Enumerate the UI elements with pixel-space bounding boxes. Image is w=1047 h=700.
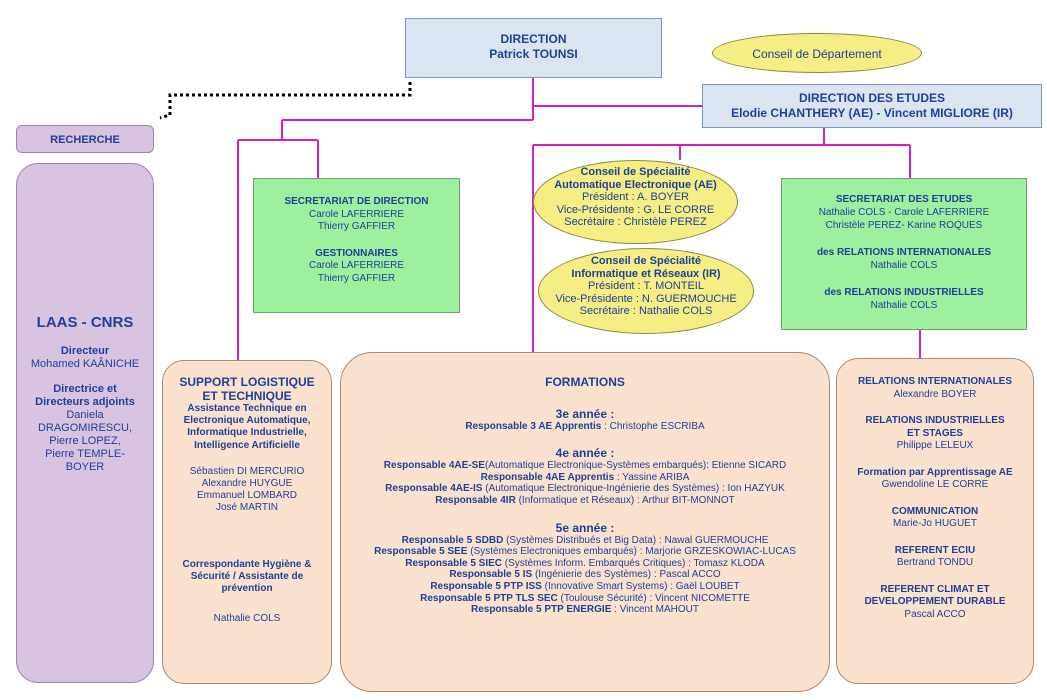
relations-internationales-person: Alexandre BOYER [893, 388, 977, 400]
direction-name: Patrick TOUNSI [489, 47, 578, 61]
support-person-3: Emmanuel LOMBARD [196, 490, 298, 502]
direction-etudes-label: DIRECTION DES ETUDES [798, 91, 945, 105]
conseil-ir-title-1: Conseil de Spécialité [590, 255, 702, 267]
laas-title: LAAS - CNRS [36, 314, 134, 331]
year-4-row-4: Responsable 4IR (Informatique et Réseaux… [435, 494, 735, 506]
apprentissage-title: Formation par Apprentissage AE [857, 466, 1013, 478]
year-5-row-3: Responsable 5 SIEC (Systèmes Inform. Emb… [405, 557, 765, 569]
recherche-label: RECHERCHE [50, 134, 120, 146]
eciu-person: Bertrand TONDU [896, 557, 974, 568]
support-person-4: José MARTIN [215, 502, 279, 514]
year-5-row-4: Responsable 5 IS (Ingénierie des Système… [449, 569, 721, 581]
formations-title: FORMATIONS [545, 375, 625, 389]
hygiene-title-3: prévention [221, 583, 273, 595]
support-assist-3: Informatique Industrielle, [187, 427, 307, 439]
relations-industrielles-person: Philippe LELEUX [896, 440, 974, 451]
year-5-heading: 5e année : [555, 520, 615, 535]
year-3-row-1: Responsable 3 AE Apprentis : Christophe … [465, 420, 705, 432]
formations-box: FORMATIONS 3e année : Responsable 3 AE A… [340, 352, 830, 692]
relations-internationales-title: RELATIONS INTERNATIONALES [857, 376, 1013, 387]
support-person-2: Alexandre HUYGUE [201, 478, 293, 490]
secretariat-direction-person-2: Thierry GAFFIER [317, 221, 396, 232]
climat-title-2: DEVELOPPEMENT DURABLE [864, 596, 1006, 607]
sec-relations-internationales: Nathalie COLS [870, 260, 938, 271]
laas-directeur-label: Directeur [60, 345, 110, 357]
eciu-title: REFERENT ECIU [894, 544, 976, 556]
sec-relations-internationales-title: des RELATIONS INTERNATIONALES [816, 247, 992, 258]
conseil-ir-title-2: Informatique et Réseaux (IR) [571, 267, 721, 280]
conseil-departement: Conseil de Département [712, 33, 922, 73]
support-title-2: ET TECHNIQUE [202, 389, 292, 403]
conseil-ae-title-2: Automatique Electronique (AE) [554, 178, 717, 191]
laas-adjoint-4: Pierre TEMPLE- [45, 448, 125, 460]
hygiene-title-1: Correspondante Hygiène & [182, 558, 312, 570]
year-5-row-7: Responsable 5 PTP ENERGIE : Vincent MAHO… [470, 604, 700, 616]
conseil-ir-president: Président : T. MONTEIL [588, 280, 704, 293]
laas-adjoints-label1: Directrice et [53, 383, 117, 395]
relations-industrielles-title-1: RELATIONS INDUSTRIELLES [865, 415, 1005, 426]
direction-etudes-box: DIRECTION DES ETUDES Elodie CHANTHERY (A… [702, 84, 1042, 128]
secretariat-direction-box: SECRETARIAT DE DIRECTION Carole LAFERRIE… [253, 178, 460, 313]
secretariat-etudes-title: SECRETARIAT DES ETUDES [835, 194, 973, 205]
laas-adjoints-label2: Directeurs adjoints [35, 396, 135, 408]
support-assist-2: Electronique Automatique, [183, 415, 311, 427]
direction-etudes-names: Elodie CHANTHERY (AE) - Vincent MIGLIORE… [731, 106, 1013, 120]
conseil-departement-label: Conseil de Département [752, 47, 882, 61]
recherche-box: RECHERCHE [16, 125, 154, 153]
conseil-ir-secretaire: Secrétaire : Nathalie COLS [579, 305, 713, 318]
secretariat-direction-person-1: Carole LAFERRIERE [308, 208, 405, 220]
support-assist-1: Assistance Technique en [187, 403, 307, 414]
year-4-row-3: Responsable 4AE-IS (Automatique Electron… [385, 483, 785, 495]
climat-title-1: REFERENT CLIMAT ET [880, 583, 990, 595]
gestionnaire-2: Thierry GAFFIER [317, 272, 396, 284]
sec-relations-industrielles: Nathalie COLS [870, 300, 938, 311]
year-3-heading: 3e année : [555, 406, 615, 421]
secretariat-etudes-person-1: Nathalie COLS - Carole LAFERRIERE [818, 207, 990, 218]
climat-person: Pascal ACCO [904, 608, 966, 620]
support-box: SUPPORT LOGISTIQUE ET TECHNIQUE Assistan… [162, 360, 332, 684]
conseil-ae-secretaire: Secrétaire : Christèle PEREZ [564, 216, 707, 229]
conseil-ae-ellipse: Conseil de Spécialité Automatique Electr… [533, 160, 738, 244]
gestionnaire-1: Carole LAFERRIERE [308, 260, 405, 271]
year-5-row-6: Responsable 5 PTP TLS SEC (Toulouse Sécu… [420, 592, 750, 604]
conseil-ir-ellipse: Conseil de Spécialité Informatique et Ré… [538, 248, 754, 334]
laas-box: LAAS - CNRS Directeur Mohamed KAÂNICHE D… [16, 163, 154, 683]
hygiene-title-2: Sécurité / Assistante de [190, 570, 304, 582]
year-4-row-2: Responsable 4AE Apprentis : Yassine ARIB… [480, 471, 690, 483]
sec-relations-industrielles-title: des RELATIONS INDUSTRIELLES [824, 287, 984, 298]
communication-person: Marie-Jo HUGUET [893, 518, 977, 529]
support-title-1: SUPPORT LOGISTIQUE [179, 375, 315, 389]
support-assist-4: Intelligence Artificielle [194, 439, 300, 451]
research-dotted-connector [159, 82, 412, 120]
gestionnaires-title: GESTIONNAIRES [315, 247, 398, 259]
direction-box: DIRECTION Patrick TOUNSI [405, 18, 662, 78]
year-5-row-2: Responsable 5 SEE (Systèmes Electronique… [374, 546, 796, 558]
secretariat-etudes-person-2: Christèle PEREZ- Karine ROQUES [825, 220, 983, 231]
year-4-heading: 4e année : [555, 446, 615, 461]
conseil-ae-president: Président : A. BOYER [582, 191, 689, 204]
year-5-row-5: Responsable 5 PTP ISS (Innovative Smart … [430, 580, 740, 592]
laas-adjoint-2: DRAGOMIRESCU, [37, 422, 133, 434]
hygiene-person: Nathalie COLS [213, 613, 281, 625]
apprentissage-person: Gwendoline LE CORRE [881, 479, 989, 490]
year-4-row-1: Responsable 4AE-SE(Automatique Electroni… [383, 460, 787, 472]
secretariat-etudes-box: SECRETARIAT DES ETUDES Nathalie COLS - C… [781, 178, 1027, 330]
laas-adjoint-1: Daniela [66, 409, 104, 421]
secretariat-direction-title: SECRETARIAT DE DIRECTION [284, 196, 429, 207]
laas-directeur: Mohamed KAÂNICHE [30, 358, 140, 370]
year-5-row-1: Responsable 5 SDBD (Systèmes Distribués … [401, 534, 769, 546]
conseil-ae-vice: Vice-Présidente : G. LE CORRE [556, 203, 715, 216]
communication-title: COMMUNICATION [891, 505, 979, 517]
direction-label: DIRECTION [500, 32, 567, 46]
relations-box: RELATIONS INTERNATIONALES Alexandre BOYE… [836, 358, 1034, 684]
relations-industrielles-title-2: ET STAGES [907, 427, 963, 439]
laas-adjoint-5: BOYER [65, 461, 105, 473]
support-person-1: Sébastien DI MERCURIO [189, 465, 305, 477]
laas-adjoint-3: Pierre LOPEZ, [49, 435, 121, 447]
conseil-ir-vice: Vice-Présidente : N. GUERMOUCHE [555, 292, 737, 305]
conseil-ae-title-1: Conseil de Spécialité [580, 166, 691, 178]
